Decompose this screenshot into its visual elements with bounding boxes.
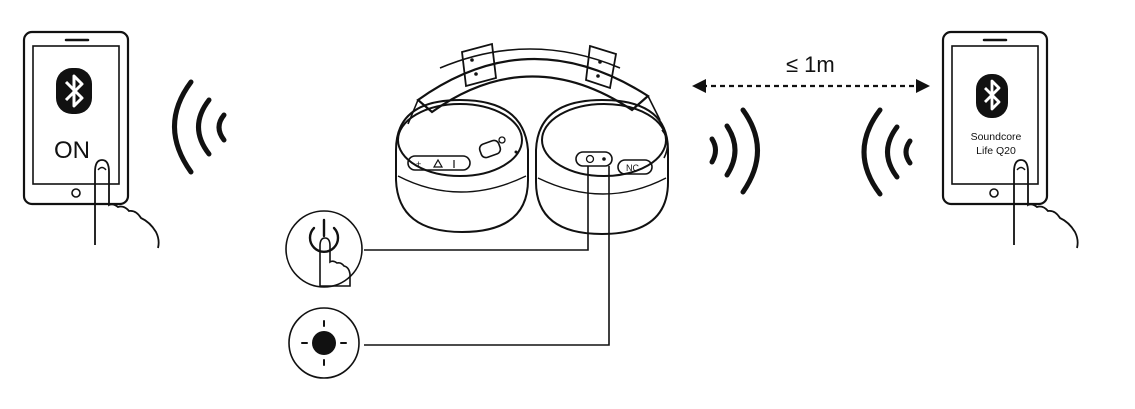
left-pointing-hand xyxy=(94,159,160,249)
bluetooth-icon xyxy=(56,68,92,114)
svg-text:+: + xyxy=(416,159,421,169)
power-button-leader-line xyxy=(364,166,589,251)
right-ear-cup: NC xyxy=(535,98,669,236)
led-indicator-callout xyxy=(288,307,360,379)
bluetooth-status-label: ON xyxy=(54,137,90,164)
device-name-line2: Life Q20 xyxy=(976,145,1016,157)
bluetooth-icon xyxy=(976,74,1008,118)
nc-button-label: NC xyxy=(626,163,639,173)
led-indicator-icon xyxy=(301,320,347,366)
left-phone: ON xyxy=(22,30,130,206)
right-phone: Soundcore Life Q20 xyxy=(941,30,1049,206)
left-ear-cup: + xyxy=(395,98,529,234)
power-button-press-icon xyxy=(308,218,351,287)
headphone-signal-waves xyxy=(709,107,760,195)
distance-label: ≤ 1m xyxy=(786,52,835,77)
power-button-callout xyxy=(285,210,363,288)
right-signal-waves xyxy=(861,107,913,197)
headphones: + NC xyxy=(395,42,669,236)
led-leader-line xyxy=(364,166,610,346)
left-signal-waves xyxy=(172,79,227,175)
device-name-line1: Soundcore xyxy=(971,131,1022,143)
right-pointing-hand xyxy=(1013,159,1079,249)
distance-indicator: ≤ 1m xyxy=(692,52,930,93)
